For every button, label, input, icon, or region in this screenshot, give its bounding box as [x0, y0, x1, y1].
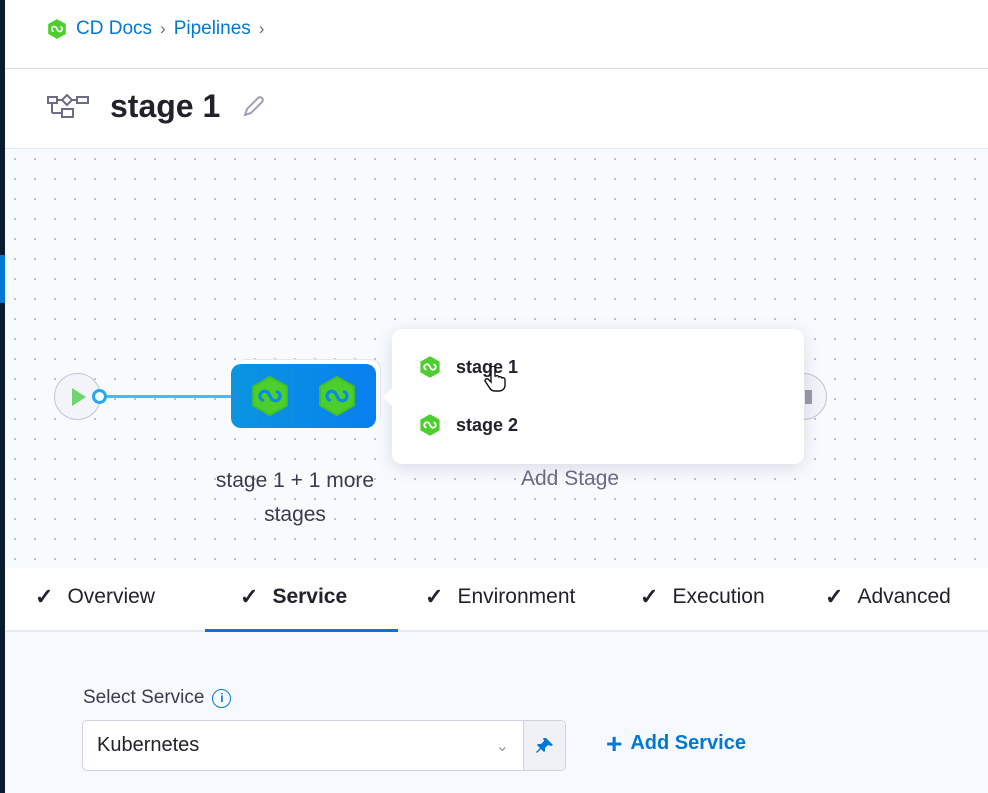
select-service-label: Select Service i	[83, 687, 232, 709]
add-stage-label[interactable]: Add Stage	[521, 467, 620, 490]
selected-service: Kubernetes	[97, 734, 200, 756]
hand-cursor-icon	[484, 366, 506, 392]
chevron-right-icon: ›	[258, 19, 265, 38]
nav-selected-indicator	[0, 255, 5, 303]
left-nav-strip	[0, 0, 5, 793]
tab-label: Environment	[457, 585, 576, 608]
cd-stage-icon	[418, 355, 442, 379]
active-tab-indicator	[205, 629, 398, 632]
chevron-down-icon[interactable]: ⌄	[495, 737, 509, 755]
stage-group-popover: stage 1 stage 2	[383, 329, 804, 464]
add-service-button[interactable]: + Add Service	[606, 727, 746, 759]
info-icon[interactable]: i	[212, 688, 232, 708]
tab-environment[interactable]: ✓ Environment	[425, 584, 575, 610]
popover-item-label: stage 1	[456, 356, 519, 377]
tab-label: Execution	[672, 585, 765, 608]
check-icon: ✓	[825, 584, 844, 609]
start-port	[92, 389, 107, 404]
tab-advanced[interactable]: ✓ Advanced	[825, 584, 951, 610]
pipeline-link	[106, 395, 232, 398]
pin-icon	[535, 737, 553, 753]
tab-service[interactable]: ✓ Service	[240, 584, 347, 610]
pipeline-stage-icon	[47, 93, 89, 118]
popover-item-stage-2[interactable]: stage 2	[418, 413, 518, 437]
divider	[5, 68, 988, 69]
breadcrumb: CD Docs › Pipelines ›	[46, 18, 264, 40]
check-icon: ✓	[640, 584, 659, 609]
field-label: Select Service	[83, 687, 205, 708]
cd-stage-icon	[418, 413, 442, 437]
service-select[interactable]: Kubernetes ⌄	[82, 720, 566, 771]
stage-tabs: ✓ Overview ✓ Service ✓ Environment ✓ Executi…	[5, 568, 988, 632]
check-icon: ✓	[425, 584, 444, 609]
page-title: stage 1	[110, 88, 221, 124]
stage-title-bar: stage 1	[46, 88, 266, 125]
breadcrumb-cd-docs[interactable]: CD Docs	[76, 18, 153, 39]
popover-item-label: stage 2	[456, 414, 519, 435]
tab-label: Service	[272, 585, 348, 608]
tab-overview[interactable]: ✓ Overview	[35, 584, 155, 610]
cd-stage-icon	[249, 375, 291, 417]
edit-pencil-icon[interactable]	[240, 94, 266, 120]
tab-label: Overview	[67, 585, 155, 608]
check-icon: ✓	[240, 584, 259, 609]
breadcrumb-pipelines[interactable]: Pipelines	[173, 18, 251, 39]
stage-group-node[interactable]	[231, 364, 376, 428]
tab-execution[interactable]: ✓ Execution	[640, 584, 765, 610]
service-select-value[interactable]: Kubernetes ⌄	[83, 721, 524, 770]
chevron-right-icon: ›	[160, 19, 166, 38]
stage-group-label: stage 1 + 1 more stages	[215, 469, 375, 526]
cd-module-icon	[46, 18, 68, 40]
popover-item-stage-1[interactable]: stage 1	[418, 355, 518, 379]
plus-icon: +	[606, 727, 623, 759]
tab-label: Advanced	[857, 585, 951, 608]
cd-stage-icon	[316, 375, 358, 417]
pin-button[interactable]	[524, 721, 565, 770]
check-icon: ✓	[35, 584, 54, 609]
add-service-label: Add Service	[630, 732, 746, 754]
